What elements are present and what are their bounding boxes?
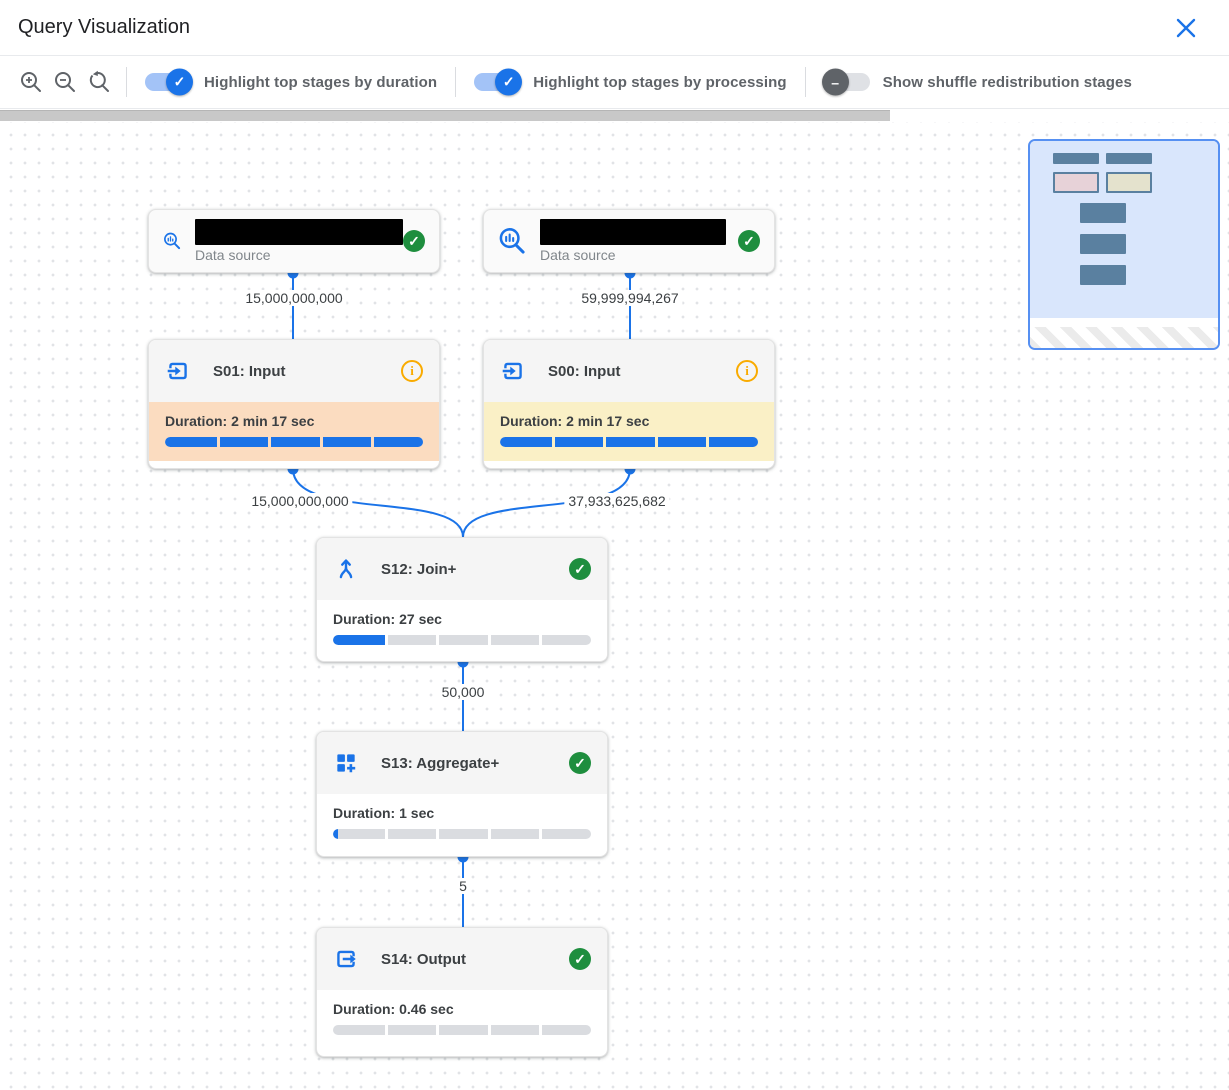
input-icon (167, 362, 187, 380)
toolbar-divider (804, 67, 806, 97)
dialog-header: Query Visualization (0, 0, 1229, 56)
duration-progress-bar (333, 635, 591, 645)
data-source-node[interactable]: Data source ✓ (483, 209, 775, 273)
zoom-out-icon (55, 72, 75, 92)
stage-duration-section: Duration: 27 sec (317, 600, 607, 659)
stage-title: S00: Input (548, 362, 621, 380)
zoom-reset-button[interactable] (82, 65, 116, 99)
zoom-out-button[interactable] (48, 65, 82, 99)
stage-title: S12: Join+ (381, 560, 457, 578)
close-button[interactable] (1173, 15, 1199, 41)
data-source-label: Data source (540, 247, 616, 263)
zoom-reset-icon (89, 70, 109, 92)
edge-row-count: 59,999,994,267 (577, 290, 683, 306)
info-icon[interactable]: i (401, 360, 423, 382)
data-source-icon (499, 228, 525, 254)
query-graph-canvas[interactable]: 15,000,000,000 59,999,994,267 15,000,000… (0, 122, 1229, 1090)
toggle-thumb-minus-icon: – (821, 68, 849, 96)
stage-duration-section: Duration: 2 min 17 sec (149, 402, 439, 461)
duration-progress-bar (333, 829, 591, 839)
minimap-node-highlight-duration (1053, 172, 1099, 193)
duration-text: Duration: 1 sec (333, 805, 435, 821)
minimap-viewport (1030, 141, 1218, 318)
duration-progress-bar (165, 437, 423, 447)
edge-row-count: 37,933,625,682 (564, 493, 670, 509)
minimap-node (1053, 153, 1099, 164)
horizontal-scrollbar (0, 109, 1229, 122)
stage-node-s13[interactable]: S13: Aggregate+ ✓ Duration: 1 sec (316, 731, 608, 857)
input-icon (502, 362, 522, 380)
zoom-in-icon (21, 72, 41, 92)
highlight-duration-label: Highlight top stages by duration (204, 73, 438, 91)
status-check-icon: ✓ (738, 230, 760, 252)
stage-title: S01: Input (213, 362, 286, 380)
edge-row-count: 15,000,000,000 (247, 493, 353, 509)
data-source-icon (164, 232, 181, 250)
horizontal-scrollbar-thumb[interactable] (0, 110, 890, 121)
stage-node-s00[interactable]: S00: Input i Duration: 2 min 17 sec (483, 339, 775, 469)
redacted-table-name (195, 219, 403, 245)
status-check-icon: ✓ (569, 948, 591, 970)
minimap-node (1106, 153, 1152, 164)
redacted-table-name (540, 219, 726, 245)
output-icon (337, 950, 356, 968)
minimap-node (1080, 234, 1126, 254)
show-shuffle-label: Show shuffle redistribution stages (882, 73, 1132, 91)
minimap-offscreen-area (1030, 327, 1218, 348)
highlight-processing-label: Highlight top stages by processing (533, 73, 787, 91)
join-icon (339, 559, 353, 579)
minimap-node (1080, 265, 1126, 285)
edge-row-count: 15,000,000,000 (241, 290, 347, 306)
data-source-node[interactable]: Data source ✓ (148, 209, 440, 273)
close-icon (1176, 18, 1196, 37)
toggle-group-shuffle: – Show shuffle redistribution stages (816, 68, 1140, 96)
page-title: Query Visualization (18, 16, 190, 38)
duration-text: Duration: 2 min 17 sec (165, 413, 315, 429)
graph-minimap[interactable] (1028, 139, 1220, 350)
status-check-icon: ✓ (569, 752, 591, 774)
toolbar: ✓ Highlight top stages by duration ✓ Hig… (0, 56, 1229, 109)
stage-node-s14[interactable]: S14: Output ✓ Duration: 0.46 sec (316, 927, 608, 1057)
toolbar-divider (126, 67, 127, 97)
stage-title: S13: Aggregate+ (381, 754, 500, 772)
toggle-group-duration: ✓ Highlight top stages by duration (137, 68, 445, 96)
duration-progress-bar (500, 437, 758, 447)
toggle-thumb-check-icon: ✓ (166, 68, 193, 96)
info-icon[interactable]: i (736, 360, 758, 382)
stage-duration-section: Duration: 1 sec (317, 794, 607, 853)
stage-duration-section: Duration: 2 min 17 sec (484, 402, 774, 461)
show-shuffle-toggle[interactable]: – (821, 68, 870, 96)
edge-row-count: 5 (455, 878, 471, 894)
duration-text: Duration: 0.46 sec (333, 1001, 454, 1017)
status-check-icon: ✓ (403, 230, 425, 252)
edge-row-count: 50,000 (437, 684, 489, 700)
status-check-icon: ✓ (569, 558, 591, 580)
toggle-group-processing: ✓ Highlight top stages by processing (466, 68, 794, 96)
stage-node-s12[interactable]: S12: Join+ ✓ Duration: 27 sec (316, 537, 608, 662)
duration-text: Duration: 2 min 17 sec (500, 413, 650, 429)
toolbar-divider (455, 67, 457, 97)
highlight-duration-toggle[interactable]: ✓ (145, 68, 193, 96)
stage-duration-section: Duration: 0.46 sec (317, 990, 607, 1049)
minimap-node-highlight-processing (1106, 172, 1152, 193)
duration-text: Duration: 27 sec (333, 611, 442, 627)
toggle-thumb-check-icon: ✓ (495, 68, 523, 96)
minimap-node (1080, 203, 1126, 223)
highlight-processing-toggle[interactable]: ✓ (474, 68, 523, 96)
duration-progress-bar (333, 1025, 591, 1035)
stage-node-s01[interactable]: S01: Input i Duration: 2 min 17 sec (148, 339, 440, 469)
aggregate-icon (337, 754, 356, 773)
stage-title: S14: Output (381, 950, 466, 968)
zoom-in-button[interactable] (14, 65, 48, 99)
data-source-label: Data source (195, 247, 271, 263)
